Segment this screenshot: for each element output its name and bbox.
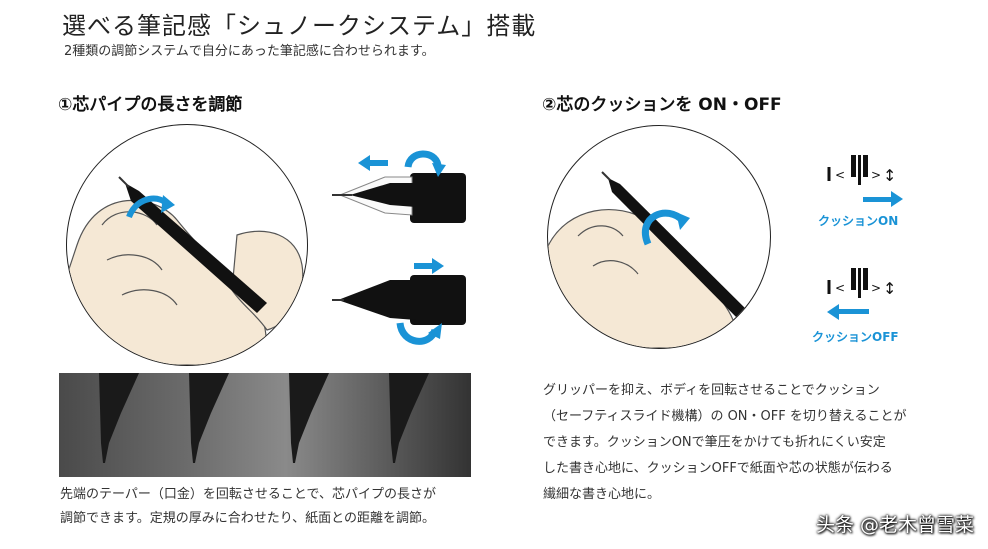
description-line: （セーフティスライド機構）の ON・OFF を切り替えることが [543, 409, 907, 424]
page-subtitle: 2種類の調節システムで自分にあった筆記感に合わせられます。 [64, 44, 435, 59]
description-line: 調節できます。定規の厚みに合わせたり、紙面との距離を調節。 [60, 511, 436, 526]
section2-description: グリッパーを抑え、ボディを回転させることでクッション （セーフティスライド機構）… [543, 378, 963, 508]
hand-adjusting-pipe-illustration [66, 124, 308, 366]
pipe-retracted-illustration [330, 255, 470, 354]
svg-text:↕: ↕ [883, 279, 896, 298]
description-line: グリッパーを抑え、ボディを回転させることでクッション [543, 383, 880, 398]
watermark: 头条 @老木曾雪菜 [815, 514, 974, 536]
cushion-on-label: クッションON [818, 214, 899, 228]
svg-text:<: < [835, 281, 845, 295]
cushion-off-label: クッションOFF [812, 330, 899, 344]
section2-heading: ②芯のクッションを ON・OFF [542, 95, 782, 115]
hand-rotating-body-illustration [547, 125, 771, 349]
page-title: 選べる筆記感「シュノークシステム」搭載 [62, 12, 537, 40]
description-line: した書き心地に、クッションOFFで紙面や芯の状態が伝わる [543, 461, 893, 476]
svg-text:>: > [871, 168, 881, 182]
svg-text:>: > [871, 281, 881, 295]
description-line: できます。クッションONで筆圧をかけても折れにくい安定 [543, 435, 886, 450]
description-line: 繊細な書き心地に。 [543, 487, 661, 502]
description-line: 先端のテーパー（口金）を回転させることで、芯パイプの長さが [60, 487, 436, 502]
svg-text:<: < [835, 168, 845, 182]
svg-text:↕: ↕ [883, 166, 896, 185]
section1-description: 先端のテーパー（口金）を回転させることで、芯パイプの長さが 調節できます。定規の… [60, 483, 490, 531]
cushion-on-diagram: < > ↕ [825, 155, 915, 214]
pipe-extended-illustration [330, 145, 470, 234]
cushion-off-diagram: < > ↕ [825, 268, 915, 327]
pen-tips-photo [59, 373, 471, 477]
section1-heading: ①芯パイプの長さを調節 [58, 95, 243, 115]
